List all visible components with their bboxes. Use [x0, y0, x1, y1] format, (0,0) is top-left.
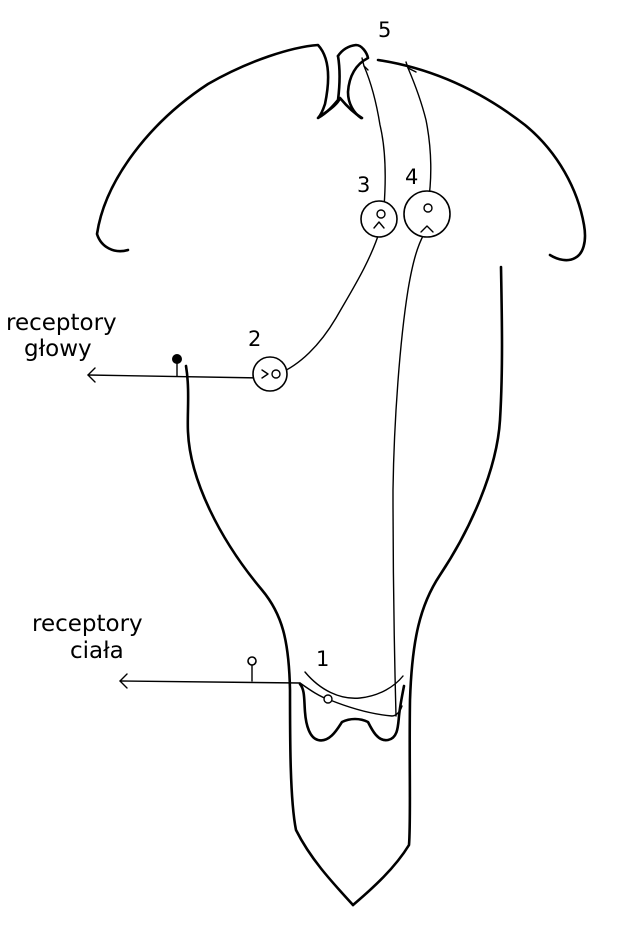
label-neuron-3: 3 [357, 173, 370, 197]
neuron-3-nucleus [376, 209, 386, 219]
neuron-2-nucleus [271, 369, 281, 379]
head-receptor-arrow [87, 367, 96, 383]
spinal-cord-right-side [351, 265, 504, 907]
label-neuron-4: 4 [405, 165, 418, 189]
neuron-3-dendrite [373, 221, 385, 229]
head-ganglion-dot [172, 354, 182, 364]
label-neuron-2: 2 [248, 327, 261, 351]
neuron1-arc [304, 671, 404, 699]
hemispheres-outline [95, 43, 587, 262]
body-receptors-label-line2: ciała [70, 638, 124, 664]
neuron-4-nucleus [423, 203, 433, 213]
neuron3-cortical-projection [363, 65, 386, 208]
neuron-3-body [360, 200, 398, 238]
body-ganglion-dot [247, 656, 257, 666]
label-neuron-1: 1 [316, 647, 329, 671]
neuron4-projection-tip [405, 61, 417, 73]
body-receptor-fiber [119, 680, 301, 684]
neuron4-cortical-projection [407, 67, 432, 205]
neuron-2-body [252, 356, 288, 392]
neuron-2-dendrite [261, 369, 269, 379]
neuron-4-dendrite [420, 225, 434, 233]
body-receptor-arrow [119, 673, 128, 689]
spinal-cord-left-side [184, 364, 355, 907]
label-region-5: 5 [378, 18, 391, 42]
head-receptor-fiber [87, 374, 263, 379]
ganglia [172, 354, 257, 666]
midline-cleft [318, 96, 364, 120]
neuron1-decussation [299, 682, 403, 717]
neuron2-to-neuron3-fiber [277, 229, 381, 375]
neuron3-projection-tip [361, 57, 369, 71]
left-hemisphere-outline [95, 43, 341, 253]
neuron-1-body [323, 694, 333, 704]
spinal-cord-outline [184, 265, 504, 907]
receptor-labels: receptory głowy receptory ciała [6, 310, 143, 664]
neuron-cells [252, 190, 451, 704]
neuron-4-body [403, 190, 451, 238]
nerve-pathways [87, 57, 432, 717]
number-labels: 1 2 3 4 5 [248, 18, 418, 671]
right-hemisphere-outline [336, 43, 587, 262]
ascending-tract [392, 233, 425, 717]
head-receptors-label-line2: głowy [24, 336, 92, 362]
head-receptors-label-line1: receptory [6, 310, 117, 336]
body-receptors-label-line1: receptory [32, 611, 143, 637]
grey-matter-outline [298, 682, 406, 742]
